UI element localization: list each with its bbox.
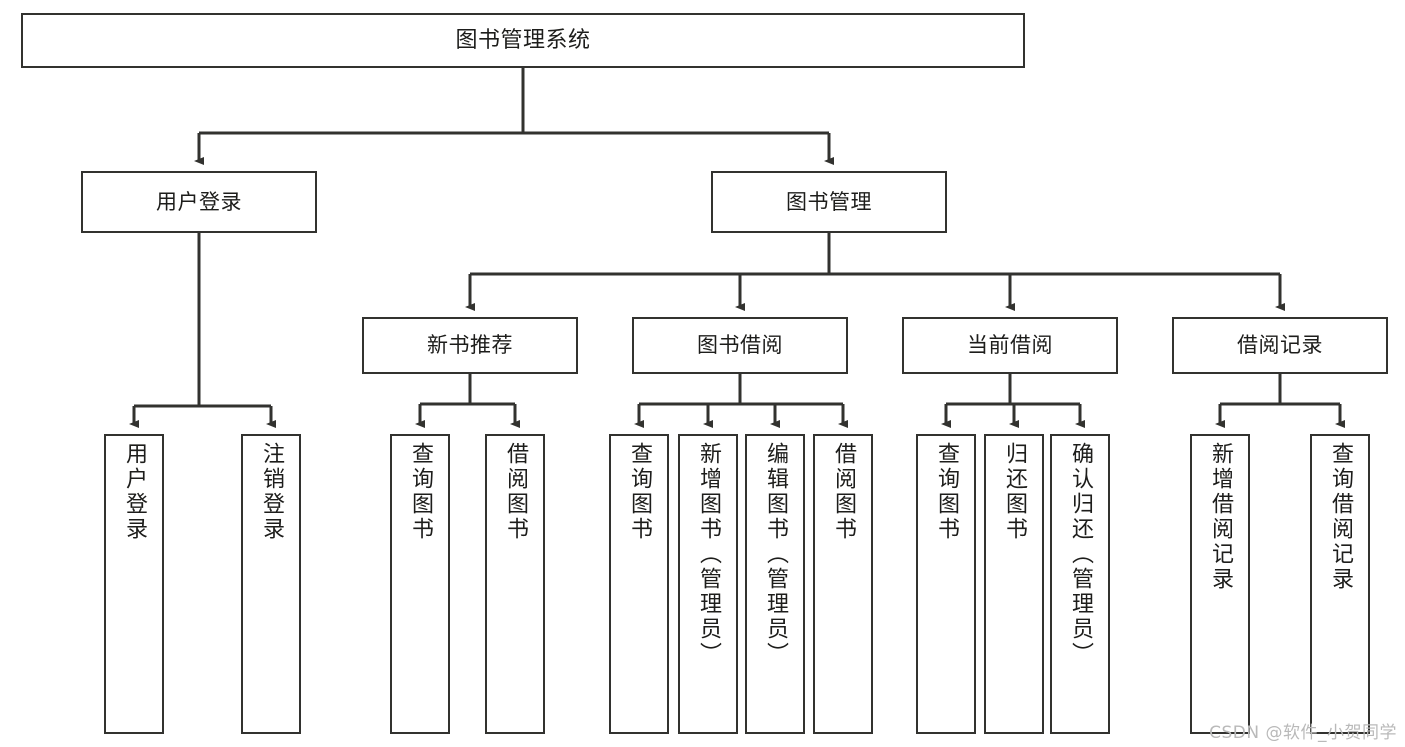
node-leaf-query-book-2[interactable]: 查询图书 (609, 434, 669, 734)
node-leaf-user-login-label: 用户登录 (122, 442, 147, 542)
node-leaf-borrow-book-1-label: 借阅图书 (503, 442, 528, 542)
node-leaf-confirm-return-admin[interactable]: 确认归还（管理员） (1050, 434, 1110, 734)
node-borrow-record-label: 借阅记录 (1237, 333, 1323, 358)
node-borrow-record[interactable]: 借阅记录 (1172, 317, 1388, 374)
node-leaf-user-login[interactable]: 用户登录 (104, 434, 164, 734)
node-leaf-edit-book-admin-label: 编辑图书（管理员） (763, 442, 788, 667)
node-leaf-return-book-label: 归还图书 (1002, 442, 1027, 542)
node-new-book-recommend[interactable]: 新书推荐 (362, 317, 578, 374)
node-leaf-borrow-book-2[interactable]: 借阅图书 (813, 434, 873, 734)
node-leaf-edit-book-admin[interactable]: 编辑图书（管理员） (745, 434, 805, 734)
node-leaf-query-book-3-label: 查询图书 (934, 442, 959, 542)
node-current-borrow-label: 当前借阅 (967, 333, 1053, 358)
node-leaf-add-borrow-record-label: 新增借阅记录 (1208, 442, 1233, 592)
node-leaf-query-borrow-record-label: 查询借阅记录 (1328, 442, 1353, 592)
node-book-manage[interactable]: 图书管理 (711, 171, 947, 233)
node-book-manage-label: 图书管理 (786, 189, 872, 214)
node-user-login[interactable]: 用户登录 (81, 171, 317, 233)
node-root-label: 图书管理系统 (455, 27, 591, 53)
node-leaf-query-book-2-label: 查询图书 (627, 442, 652, 542)
node-leaf-add-book-admin-label: 新增图书（管理员） (696, 442, 721, 667)
node-leaf-query-book-1-label: 查询图书 (408, 442, 433, 542)
csdn-watermark: CSDN @软件_小贺同学 (1209, 723, 1397, 743)
node-leaf-confirm-return-admin-label: 确认归还（管理员） (1068, 442, 1093, 667)
node-root[interactable]: 图书管理系统 (21, 13, 1025, 68)
node-leaf-add-borrow-record[interactable]: 新增借阅记录 (1190, 434, 1250, 734)
node-leaf-borrow-book-1[interactable]: 借阅图书 (485, 434, 545, 734)
node-leaf-user-logout-label: 注销登录 (259, 442, 284, 542)
node-leaf-return-book[interactable]: 归还图书 (984, 434, 1044, 734)
node-book-borrow[interactable]: 图书借阅 (632, 317, 848, 374)
node-leaf-query-book-3[interactable]: 查询图书 (916, 434, 976, 734)
node-new-book-recommend-label: 新书推荐 (427, 333, 513, 358)
node-current-borrow[interactable]: 当前借阅 (902, 317, 1118, 374)
node-leaf-user-logout[interactable]: 注销登录 (241, 434, 301, 734)
node-user-login-label: 用户登录 (156, 189, 242, 214)
node-book-borrow-label: 图书借阅 (697, 333, 783, 358)
node-leaf-add-book-admin[interactable]: 新增图书（管理员） (678, 434, 738, 734)
node-leaf-query-borrow-record[interactable]: 查询借阅记录 (1310, 434, 1370, 734)
node-leaf-query-book-1[interactable]: 查询图书 (390, 434, 450, 734)
node-leaf-borrow-book-2-label: 借阅图书 (831, 442, 856, 542)
